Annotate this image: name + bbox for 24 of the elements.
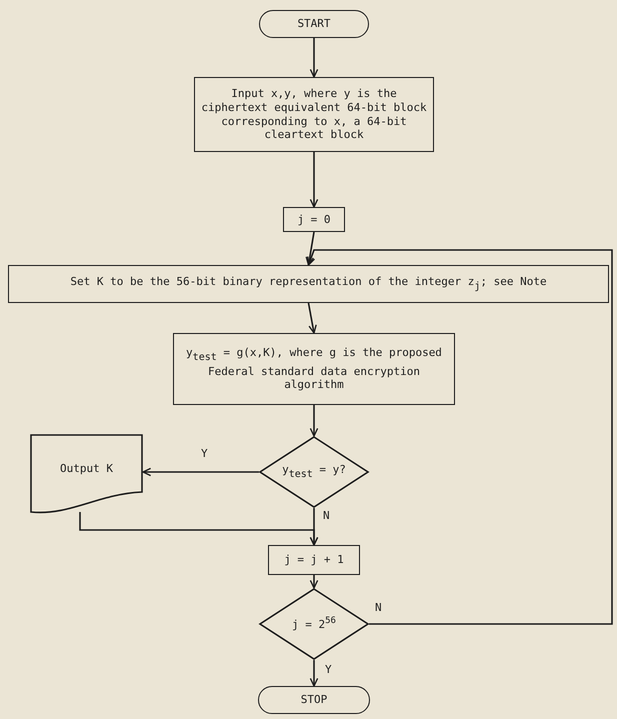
arrow: [79, 512, 318, 546]
decision-diamond: [259, 588, 369, 660]
arrow: [308, 302, 317, 334]
process-box: [194, 77, 434, 152]
decision-diamond: [259, 436, 369, 508]
arrow: [310, 575, 318, 589]
node-text: j = 2$^{56}$: [292, 616, 336, 632]
node-text: START: [297, 17, 331, 31]
arrow: [307, 249, 613, 625]
node-text: STOP: [300, 693, 328, 707]
arrow: [142, 468, 259, 476]
node-text: j = j + 1: [284, 553, 344, 567]
arrow: [306, 232, 315, 266]
arrow: [310, 152, 318, 208]
arrow: [310, 405, 318, 437]
process-box: [8, 265, 609, 303]
node-text: Output K: [60, 462, 113, 476]
process-box: [268, 545, 360, 575]
arrow: [310, 38, 318, 78]
arrow: [310, 660, 318, 687]
node-text: Input x,y, where y is the ciphertext equivalent 64-bit block corresponding to x, a 64-bit cleartext block: [201, 87, 427, 142]
process-box: [173, 333, 455, 405]
process-box: [283, 207, 345, 232]
node-text: j = 0: [297, 212, 331, 226]
